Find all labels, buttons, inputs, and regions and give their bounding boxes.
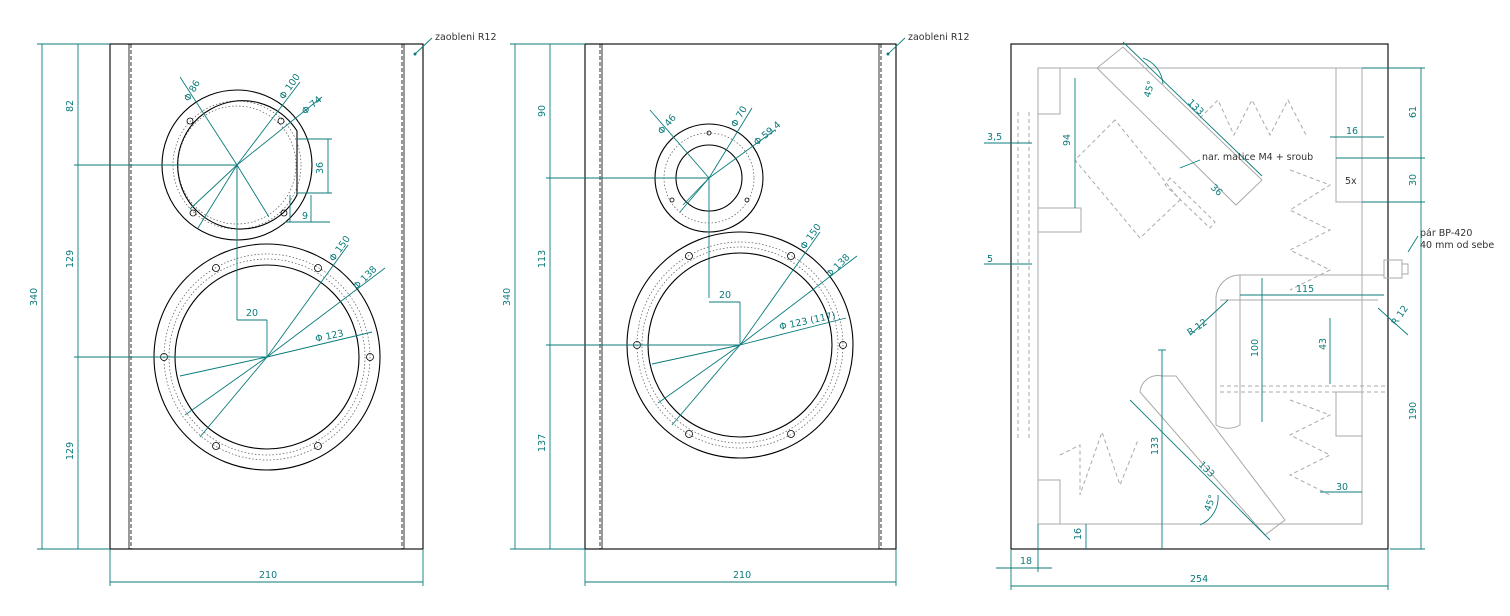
- view1-dimensions: 340 82 129 129 210: [29, 43, 424, 586]
- d36-label: 36: [1208, 182, 1224, 198]
- wf-holes-label: Φ 138: [351, 264, 379, 292]
- d115-label: 115: [1296, 284, 1314, 295]
- tw-outer-label: Φ 100: [277, 72, 302, 102]
- tw-cutout-label: Φ 46: [656, 113, 679, 137]
- front-view-2: zaobleni R12 Φ 46 Φ 70 Φ 59,4: [502, 32, 970, 586]
- r12-right-label: R 12: [1389, 304, 1410, 328]
- d35-label: 3,5: [987, 132, 1002, 143]
- d5-label: 5: [987, 254, 993, 265]
- width-label: 210: [733, 570, 751, 581]
- tw-holes-label: Φ 59,4: [752, 120, 783, 149]
- baffle-outline: [584, 43, 897, 550]
- width-label: 210: [259, 570, 277, 581]
- side-section-view: 254 18 16 3,5 5 94 45° 133 36 nar. matic…: [984, 41, 1494, 590]
- terminal-note-1: pár BP-420: [1420, 228, 1472, 239]
- len-top-label: 133: [1185, 97, 1206, 118]
- cabinet-outline: [1010, 43, 1389, 550]
- view2-dimensions: 340 90 113 137 210: [502, 43, 897, 586]
- d30-bottom-label: 30: [1336, 482, 1348, 493]
- d43-label: 43: [1318, 338, 1329, 350]
- d100-label: 100: [1250, 339, 1261, 357]
- height-label: 340: [502, 288, 513, 306]
- five-x-label: 5x: [1345, 176, 1357, 187]
- mid-label: 129: [65, 250, 76, 268]
- bottom-label: 129: [65, 442, 76, 460]
- wf-holes-label: Φ 138: [824, 252, 852, 280]
- d94-label: 94: [1062, 134, 1073, 146]
- tw-flat-label: 36: [315, 162, 326, 174]
- wf-outer-label: Φ 150: [798, 222, 823, 252]
- angle-bottom-label: 45°: [1202, 493, 1218, 513]
- offset-label: 20: [246, 308, 258, 319]
- wf-cutout-label: Φ 123 (117): [778, 310, 836, 333]
- height-label: 340: [29, 288, 40, 306]
- len-bottom-label: 133: [1196, 459, 1217, 480]
- view3-dimensions: 254 18 16 3,5 5 94 45° 133 36 nar. matic…: [984, 41, 1494, 590]
- d16-label: 16: [1346, 126, 1358, 137]
- d133-left-label: 133: [1150, 437, 1161, 455]
- nut-note: nar. matice M4 + sroub: [1202, 152, 1313, 163]
- rounding-note: zaobleni R12: [435, 32, 497, 43]
- d190-label: 190: [1408, 402, 1419, 420]
- baffle-outline: [109, 43, 424, 550]
- wf-outer-label: Φ 150: [327, 234, 352, 264]
- bottom-label: 137: [537, 434, 548, 452]
- terminal-note-2: 40 mm od sebe: [1420, 240, 1494, 251]
- mid-label: 113: [537, 250, 548, 268]
- angle-top-label: 45°: [1142, 80, 1157, 99]
- woofer-mount: 20 Φ 150 Φ 138 Φ 123: [153, 234, 386, 471]
- tweeter-mount: Φ 86 Φ 100 Φ 74 36 9: [161, 72, 332, 241]
- top-label: 82: [65, 100, 76, 112]
- left-wall-label: 18: [1020, 556, 1032, 567]
- d30-right-label: 30: [1408, 174, 1419, 186]
- rounding-note: zaobleni R12: [908, 32, 970, 43]
- bottom-wall-label: 16: [1073, 528, 1084, 540]
- woofer-mount: 20 Φ 150 Φ 138 Φ 123 (117): [626, 222, 858, 459]
- width-label: 254: [1190, 574, 1208, 585]
- offset-label: 20: [719, 290, 731, 301]
- front-view-1: zaobleni R12 Φ 86 Φ 100: [29, 32, 497, 586]
- tweeter-mount: Φ 46 Φ 70 Φ 59,4: [649, 104, 783, 298]
- d61-label: 61: [1408, 106, 1419, 118]
- top-label: 90: [537, 105, 548, 117]
- tw-flat-depth-label: 9: [302, 211, 308, 222]
